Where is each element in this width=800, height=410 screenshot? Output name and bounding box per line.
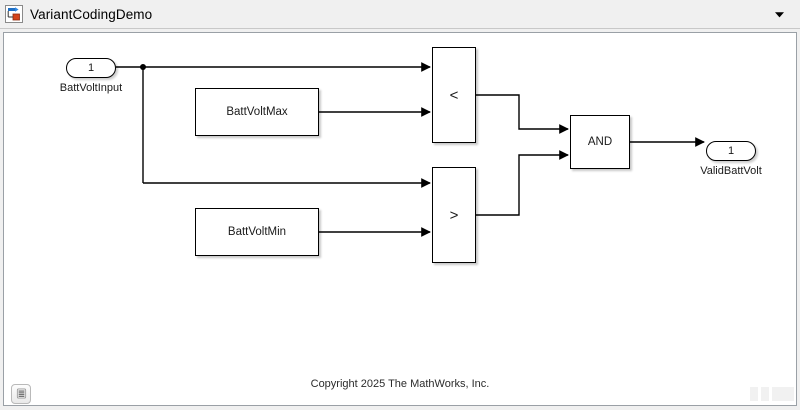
inport-number: 1 — [87, 62, 95, 74]
status-segment-2 — [761, 386, 769, 401]
block-battvoltmax-label: BattVoltMax — [226, 106, 288, 118]
block-relational-greater-than[interactable]: > — [432, 167, 476, 263]
signal-lessthan-to-and — [476, 94, 569, 134]
layers-icon — [16, 388, 26, 399]
block-battvoltmin-label: BattVoltMin — [227, 226, 287, 238]
block-logical-and[interactable]: AND — [570, 115, 630, 169]
simulink-model-icon — [5, 5, 23, 23]
block-less-than-label: < — [449, 86, 459, 104]
status-segment-1 — [750, 386, 758, 401]
inport-label-battvoltinput: BattVoltInput — [59, 82, 123, 94]
status-bar — [3, 380, 797, 407]
block-relational-less-than[interactable]: < — [432, 47, 476, 143]
outport-number: 1 — [727, 145, 735, 157]
window-titlebar: VariantCodingDemo — [0, 0, 800, 29]
block-battvoltmin[interactable]: BattVoltMin — [195, 208, 319, 256]
inport-battvoltinput[interactable]: 1 — [66, 58, 116, 78]
block-battvoltmax[interactable]: BattVoltMax — [195, 88, 319, 136]
model-canvas[interactable]: 1 BattVoltInput BattVoltMax BattVoltMin … — [3, 32, 797, 406]
copyright-annotation: Copyright 2025 The MathWorks, Inc. — [310, 378, 490, 390]
signal-greaterthan-to-and — [476, 150, 569, 216]
status-segment-3 — [772, 386, 794, 401]
block-and-label: AND — [587, 136, 613, 148]
signal-branch-junction — [140, 64, 146, 70]
outport-validbattvolt[interactable]: 1 — [706, 141, 756, 161]
signal-lines-layer — [116, 62, 705, 237]
outport-label-validbattvolt: ValidBattVolt — [700, 165, 762, 177]
window-title: VariantCodingDemo — [30, 6, 153, 22]
chevron-down-icon[interactable] — [773, 8, 786, 21]
layers-button[interactable] — [11, 383, 31, 404]
block-greater-than-label: > — [449, 206, 459, 224]
